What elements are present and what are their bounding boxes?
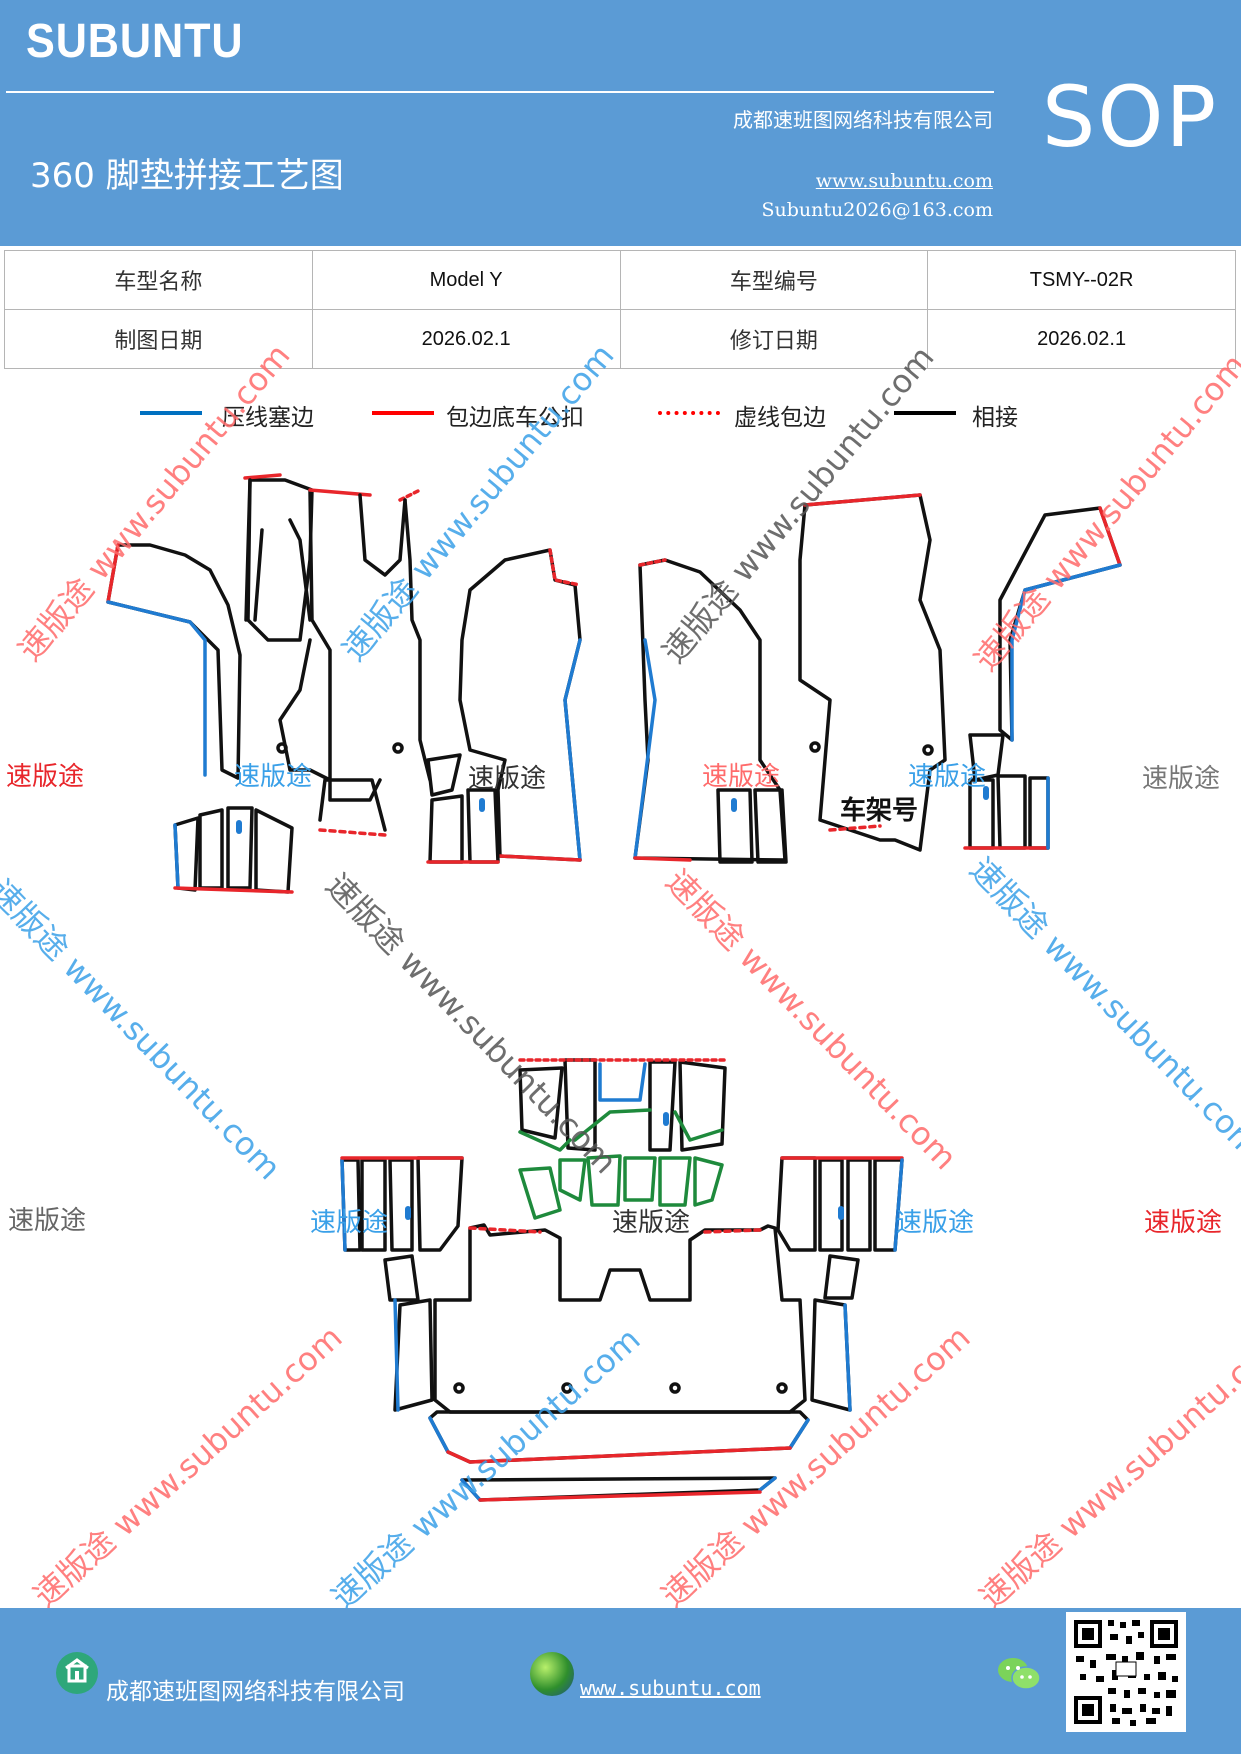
legend-label: 虚线包边 bbox=[734, 405, 826, 431]
globe-icon bbox=[530, 1652, 574, 1696]
company-icon bbox=[56, 1652, 98, 1694]
left-rear-mats bbox=[173, 806, 294, 894]
legend-swatch-red bbox=[372, 411, 434, 415]
frame-number-label: 车架号 bbox=[840, 796, 919, 826]
table-row: 车型名称 Model Y 车型编号 TSMY--02R bbox=[4, 250, 1236, 310]
qr-code bbox=[1066, 1612, 1186, 1732]
header-divider bbox=[6, 91, 994, 93]
header-website-link[interactable]: www.subuntu.com bbox=[815, 170, 993, 192]
header-banner: SUBUNTU 成都速班图网络科技有限公司 360 脚垫拼接工艺图 www.su… bbox=[0, 0, 1241, 246]
model-code-value: TSMY--02R bbox=[927, 250, 1236, 310]
footer-company: 成都速班图网络科技有限公司 bbox=[106, 1679, 405, 1705]
legend-swatch-black bbox=[894, 411, 956, 415]
model-name-value: Model Y bbox=[311, 250, 621, 310]
wechat-icon bbox=[998, 1658, 1041, 1690]
right-front-mat bbox=[798, 493, 1122, 852]
draw-date-label: 制图日期 bbox=[4, 309, 313, 369]
brand-logo: SUBUNTU bbox=[26, 15, 244, 68]
footer-website-link[interactable]: www.subuntu.com bbox=[580, 1676, 761, 1700]
floor-mat-diagram bbox=[106, 473, 1122, 1502]
table-row: 制图日期 2026.02.1 修订日期 2026.02.1 bbox=[4, 309, 1236, 369]
model-code-label: 车型编号 bbox=[619, 250, 929, 310]
legend-label: 包边底车公扣 bbox=[446, 405, 584, 431]
legend-swatch-blue bbox=[140, 411, 202, 415]
left-door-panel bbox=[426, 548, 582, 864]
legend-label: 相接 bbox=[972, 405, 1018, 431]
legend-label: 压线塞边 bbox=[222, 405, 314, 431]
model-name-label: 车型名称 bbox=[4, 250, 313, 310]
legend-swatch-red-dotted bbox=[658, 411, 720, 415]
revise-date-value: 2026.02.1 bbox=[927, 309, 1236, 369]
right-door-panel bbox=[633, 558, 788, 864]
draw-date-value: 2026.02.1 bbox=[311, 309, 621, 369]
header-email[interactable]: Subuntu2026@163.com bbox=[761, 199, 993, 221]
document-title: 360 脚垫拼接工艺图 bbox=[30, 156, 344, 196]
header-company: 成都速班图网络科技有限公司 bbox=[733, 108, 993, 132]
info-table: 车型名称 Model Y 车型编号 TSMY--02R 制图日期 2026.02… bbox=[4, 250, 1236, 369]
left-front-mat bbox=[106, 473, 432, 837]
sop-badge: SOP bbox=[1042, 68, 1219, 166]
rear-mat-assembly bbox=[340, 1058, 904, 1502]
